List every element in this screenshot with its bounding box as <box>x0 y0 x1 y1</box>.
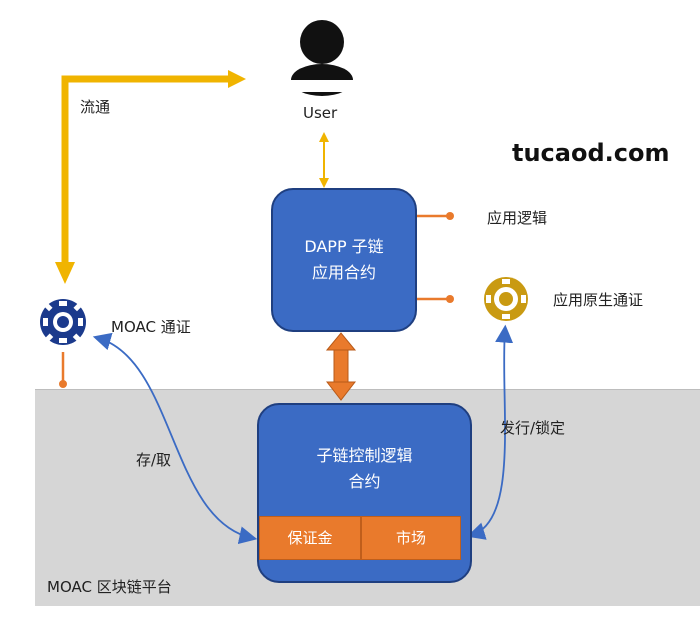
issue-lock-label: 发行/锁定 <box>500 419 566 437</box>
dapp-box-subtitle: 应用合约 <box>311 263 376 282</box>
flow-arrow <box>55 70 246 284</box>
control-box-title: 子链控制逻辑 <box>316 446 413 465</box>
control-box-subtitle: 合约 <box>348 472 381 491</box>
brand-watermark: tucaod.com <box>512 139 670 167</box>
deposit-withdraw-label: 存/取 <box>136 451 172 469</box>
market-cell: 市场 <box>361 516 461 560</box>
user-label: User <box>303 104 338 122</box>
dapp-control-double-arrow <box>325 332 357 401</box>
deposit-cell: 保证金 <box>259 516 361 560</box>
moac-token-label: MOAC 通证 <box>111 318 191 336</box>
moac-token-connector-dot <box>59 380 67 388</box>
dapp-box-title: DAPP 子链 <box>304 237 384 256</box>
app-token-icon <box>484 277 528 321</box>
app-logic-label: 应用逻辑 <box>487 209 548 227</box>
user-dapp-arrow <box>319 132 329 188</box>
dapp-right-connectors <box>413 212 454 303</box>
moac-token-icon <box>40 299 86 345</box>
user-icon <box>291 20 353 96</box>
issue-lock-curve <box>466 324 514 540</box>
deposit-withdraw-curve <box>92 332 258 545</box>
dapp-subchain-box: DAPP 子链 应用合约 <box>271 188 417 332</box>
app-token-label: 应用原生通证 <box>553 291 644 309</box>
platform-label: MOAC 区块链平台 <box>47 578 172 596</box>
flow-label: 流通 <box>80 98 111 116</box>
